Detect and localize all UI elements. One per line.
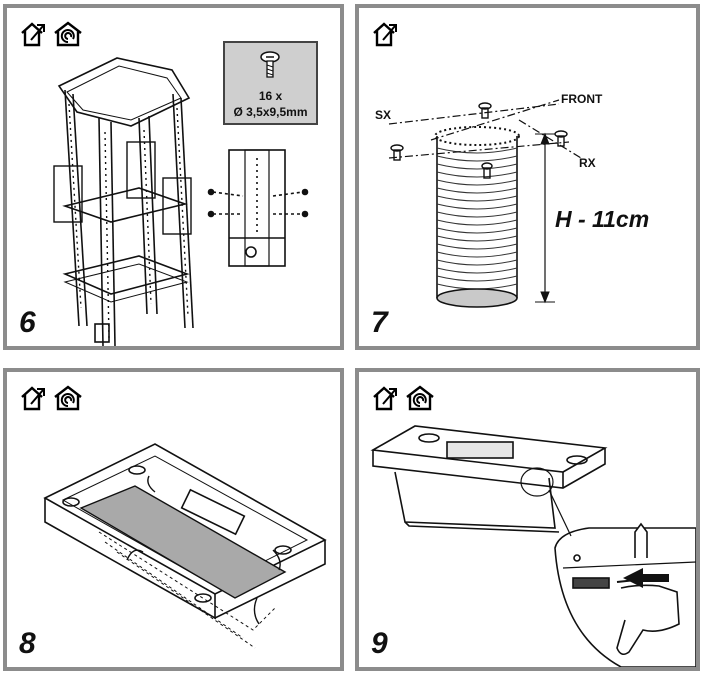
- hood-panel-illustration: [43, 443, 327, 649]
- frame-assembly-illustration: [53, 57, 309, 346]
- step-8-panel: 8: [3, 368, 344, 671]
- screw-quantity: 16 x: [258, 89, 283, 103]
- step-7-panel: SX FRONT RX H - 11cm 7: [355, 4, 700, 350]
- screw-icon: [260, 51, 280, 78]
- house-recirculation-icon: [54, 385, 82, 411]
- step-8-icons: [19, 384, 83, 412]
- step-9-panel: 9: [355, 368, 700, 671]
- label-front: FRONT: [561, 92, 603, 106]
- house-vent-out-icon: [21, 386, 45, 411]
- duct-illustration: [388, 99, 582, 308]
- house-recirculation-icon: [406, 385, 434, 411]
- house-vent-out-icon: [373, 22, 397, 47]
- height-label: H - 11cm: [555, 206, 650, 232]
- screw-size: Ø 3,5x9,5mm: [233, 105, 308, 119]
- step-6-panel: 16 x Ø 3,5x9,5mm 6: [3, 4, 344, 350]
- step-number: 8: [19, 627, 36, 660]
- step-number: 9: [371, 627, 388, 660]
- step-9-icons: [371, 384, 435, 412]
- step-number: 6: [19, 306, 36, 339]
- label-sx: SX: [375, 108, 392, 122]
- house-vent-out-icon: [21, 22, 45, 47]
- label-rx: RX: [579, 156, 596, 170]
- step-number: 7: [371, 306, 388, 339]
- house-recirculation-icon: [54, 21, 82, 47]
- step-7-icons: [371, 20, 401, 48]
- step-6-icons: [19, 20, 83, 48]
- house-vent-out-icon: [373, 386, 397, 411]
- screw-callout: 16 x Ø 3,5x9,5mm: [223, 41, 318, 125]
- hood-detail-illustration: [370, 425, 696, 667]
